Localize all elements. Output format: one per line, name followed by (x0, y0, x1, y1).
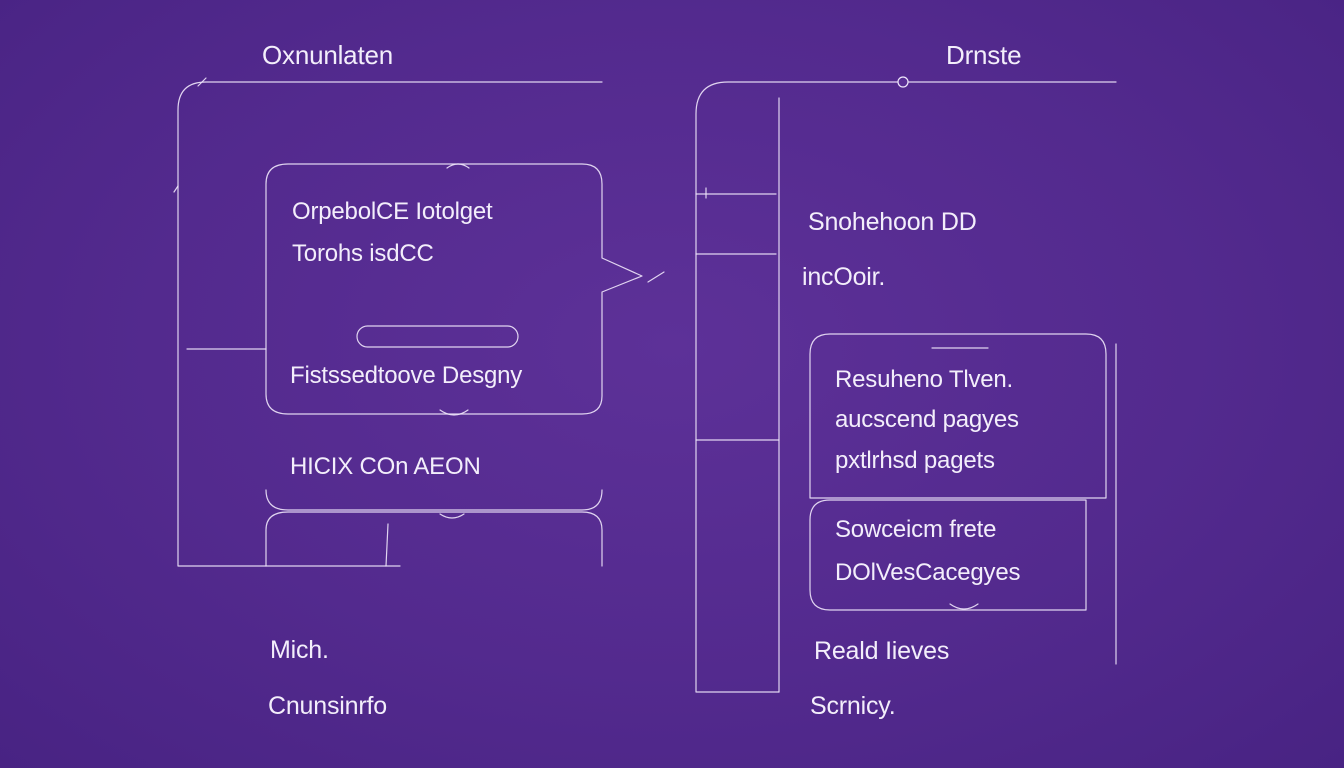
left-side-tick (173, 185, 179, 193)
left-card-line-1: OrpebolCE Iotolget (292, 198, 493, 225)
left-frame-line (177, 81, 603, 567)
left-card-bottom-notch (439, 409, 469, 416)
right-footer-label-2: Scrnicy. (810, 692, 896, 720)
left-lower-box-notch (439, 513, 465, 519)
right-label-2: incOoir. (802, 263, 886, 291)
right-card-top-line-2: aucscend pagyes (835, 406, 1019, 433)
right-card-bottom-notch (949, 603, 979, 610)
pointer-arrow (647, 271, 665, 283)
right-card-bottom-line-1: Sowceicm frete (835, 516, 997, 543)
left-card-line-2: Torohs isdCC (292, 240, 434, 267)
right-card-top-line-1: Resuheno Tlven. (835, 366, 1014, 393)
left-card-top-notch (446, 163, 470, 169)
right-label-1: Snohehoon DD (808, 208, 977, 236)
left-lower-box-1 (265, 489, 603, 511)
right-footer-label-1: Reald Iieves (814, 637, 950, 665)
right-card-top-line-3: pxtlrhsd pagets (835, 447, 995, 474)
right-section-heading: Drnste (946, 40, 1022, 70)
left-footer-label-1: Mich. (270, 636, 329, 664)
right-frame-node (897, 76, 909, 88)
left-lower-label: HICIX COn AEON (290, 453, 481, 480)
left-frame-tick (197, 77, 207, 87)
left-card-pill-outline (356, 325, 519, 348)
left-card-line-3: Fistssedtoove Desgny (290, 362, 523, 389)
left-lower-divider (385, 523, 389, 567)
left-footer-label-2: Cnunsinrfo (268, 692, 387, 720)
left-section-heading: Oxnunlaten (262, 40, 393, 70)
left-lower-box-2 (265, 511, 603, 567)
right-card-bottom-line-2: DOlVesCacegyes (835, 559, 1021, 586)
